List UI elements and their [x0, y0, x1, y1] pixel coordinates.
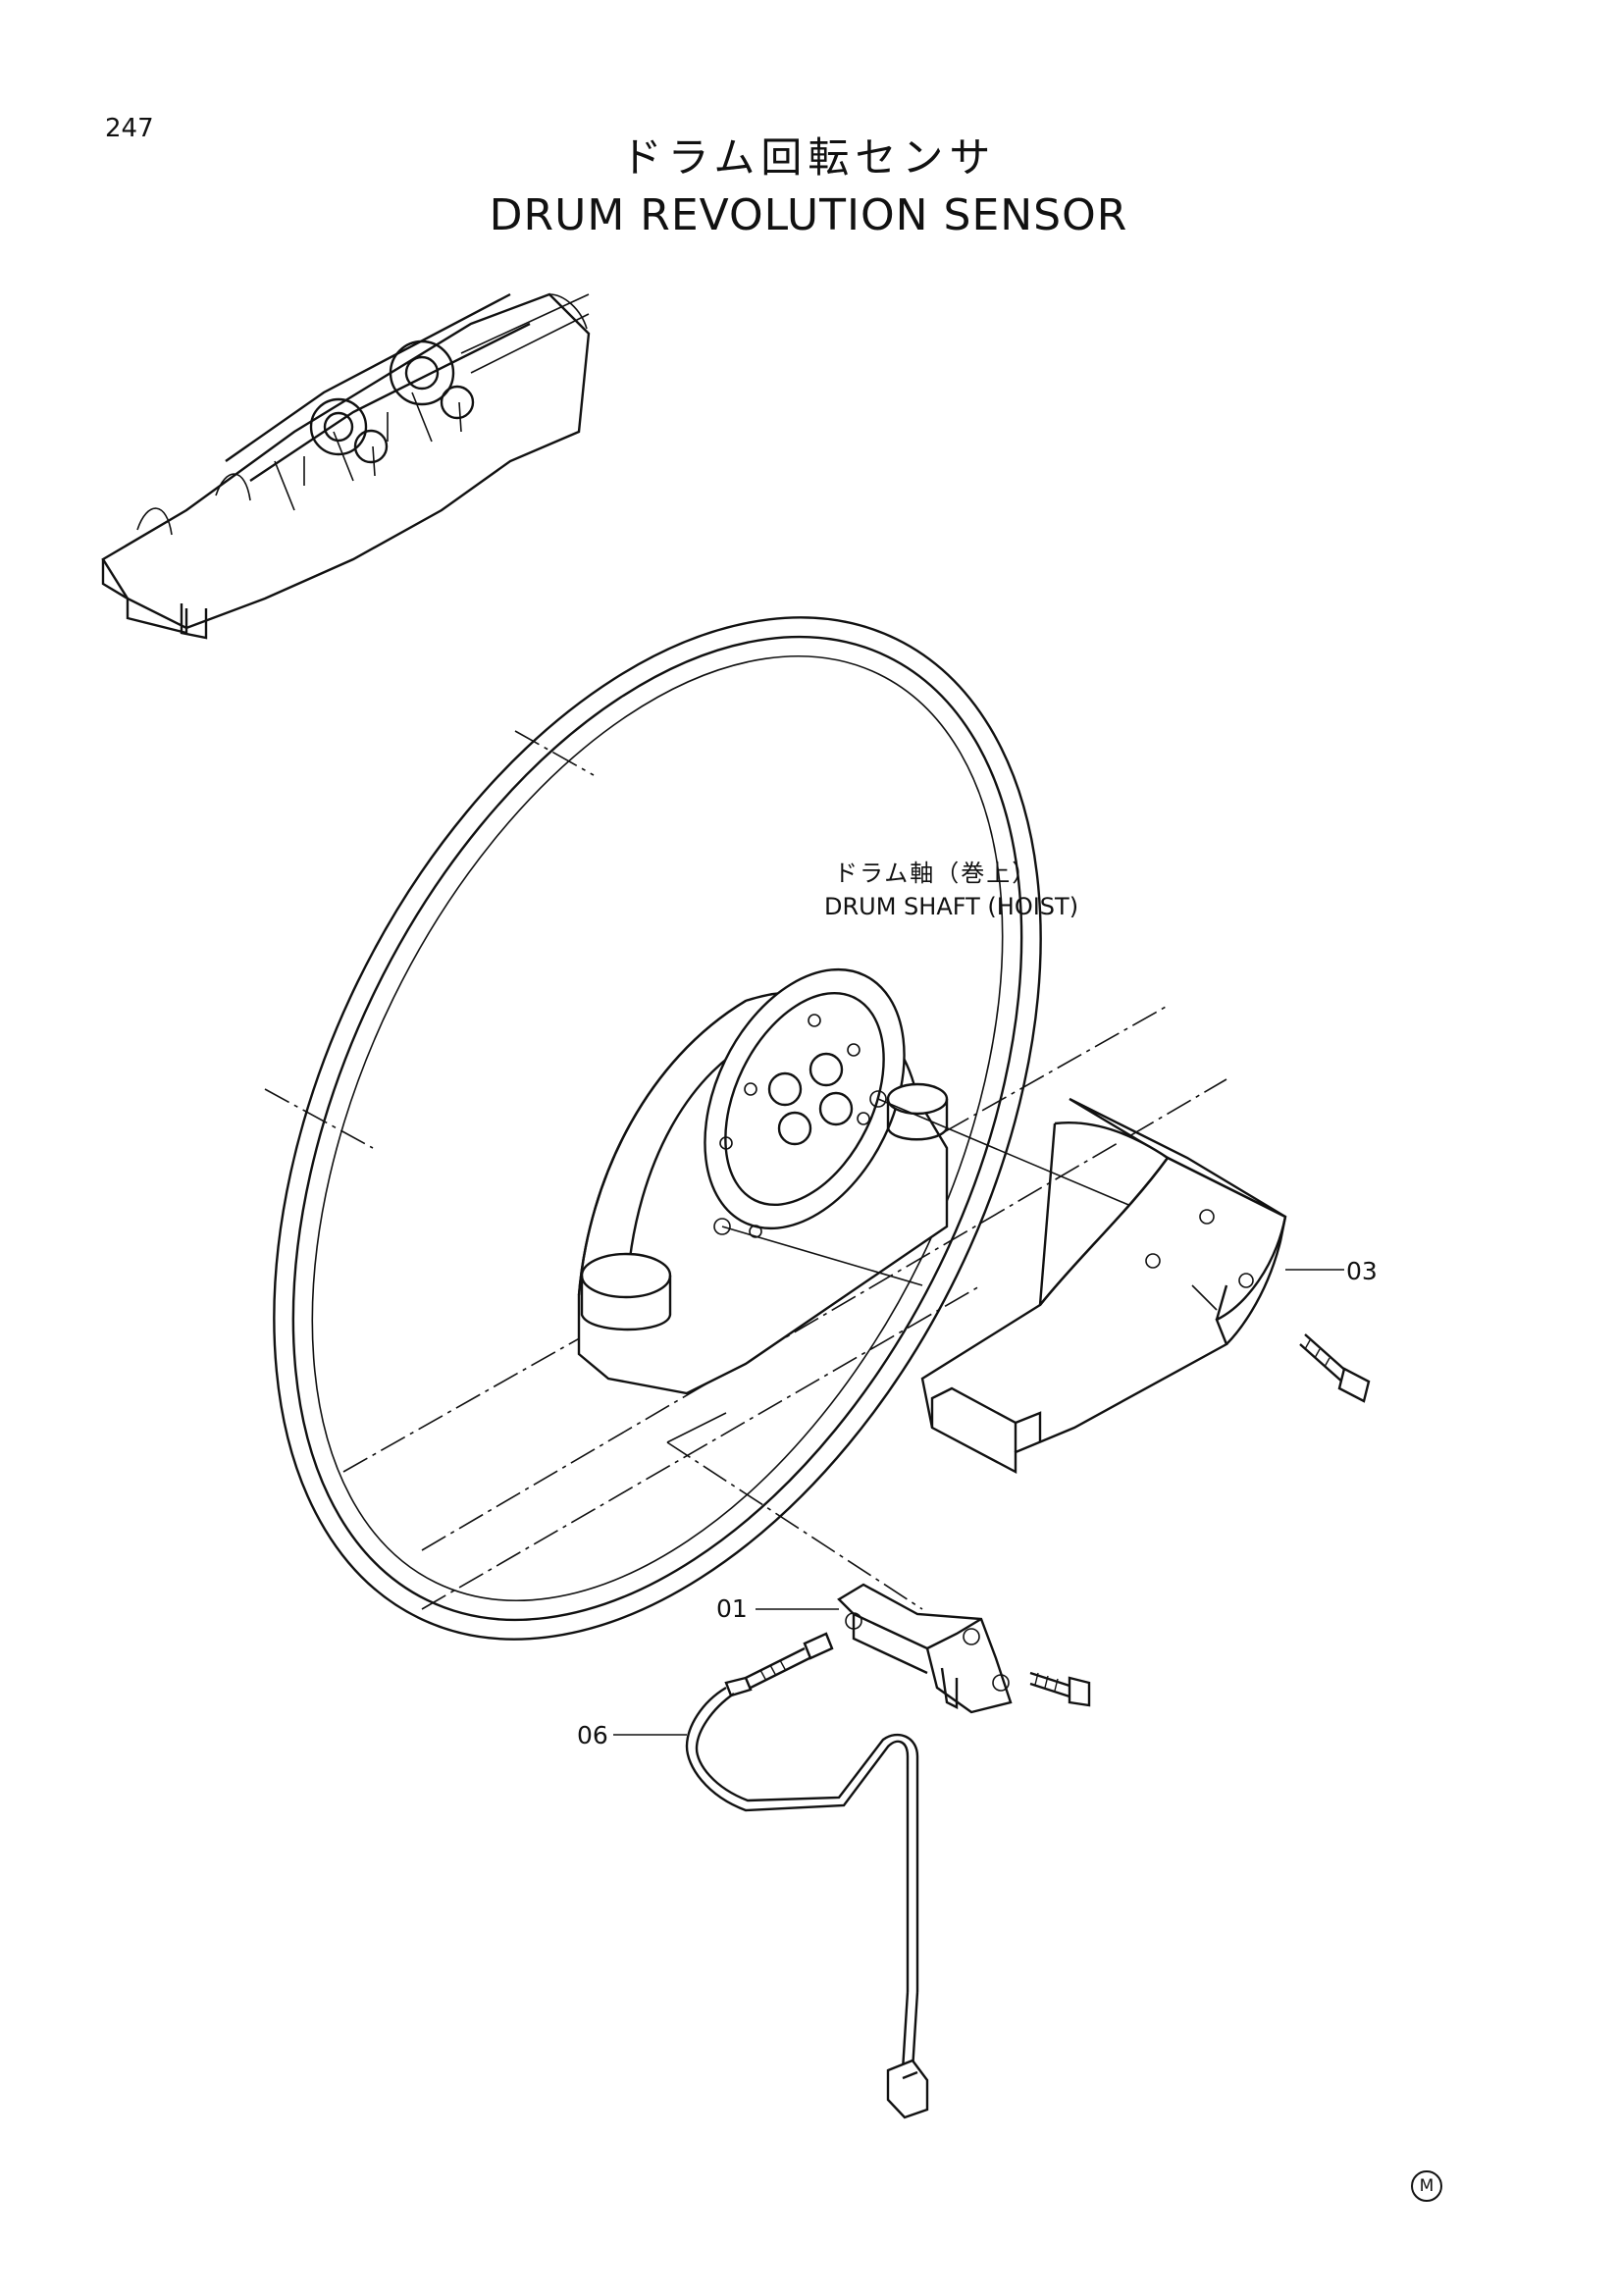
cover-bolt: [1299, 1333, 1371, 1403]
callout-06: 06: [577, 1721, 608, 1749]
page-title-japanese: ドラム回転センサ: [620, 133, 997, 182]
bearing-housing: [577, 967, 949, 1395]
sensor-cable-part-06: [685, 1632, 929, 2119]
callout-01: 01: [716, 1594, 748, 1623]
m-marker-symbol: M: [1411, 2170, 1442, 2202]
callout-leaders: [613, 1269, 1344, 1736]
page-number: 247: [105, 114, 154, 143]
sensor-bracket-part-01: [837, 1583, 1013, 1714]
machine-overview-illustration: [101, 292, 591, 640]
bracket-bolt: [1029, 1671, 1091, 1707]
drum-flange: [273, 616, 1042, 1641]
drum-shaft-label-english: DRUM SHAFT (HOIST): [824, 893, 1079, 920]
callout-03: 03: [1346, 1257, 1378, 1285]
sensor-cover-part-03: [920, 1097, 1287, 1474]
shaft-center-lines: [264, 730, 1227, 1610]
page-title-english: DRUM REVOLUTION SENSOR: [489, 190, 1128, 240]
drum-shaft-label-japanese: ドラム軸（巻上）: [834, 860, 1038, 887]
